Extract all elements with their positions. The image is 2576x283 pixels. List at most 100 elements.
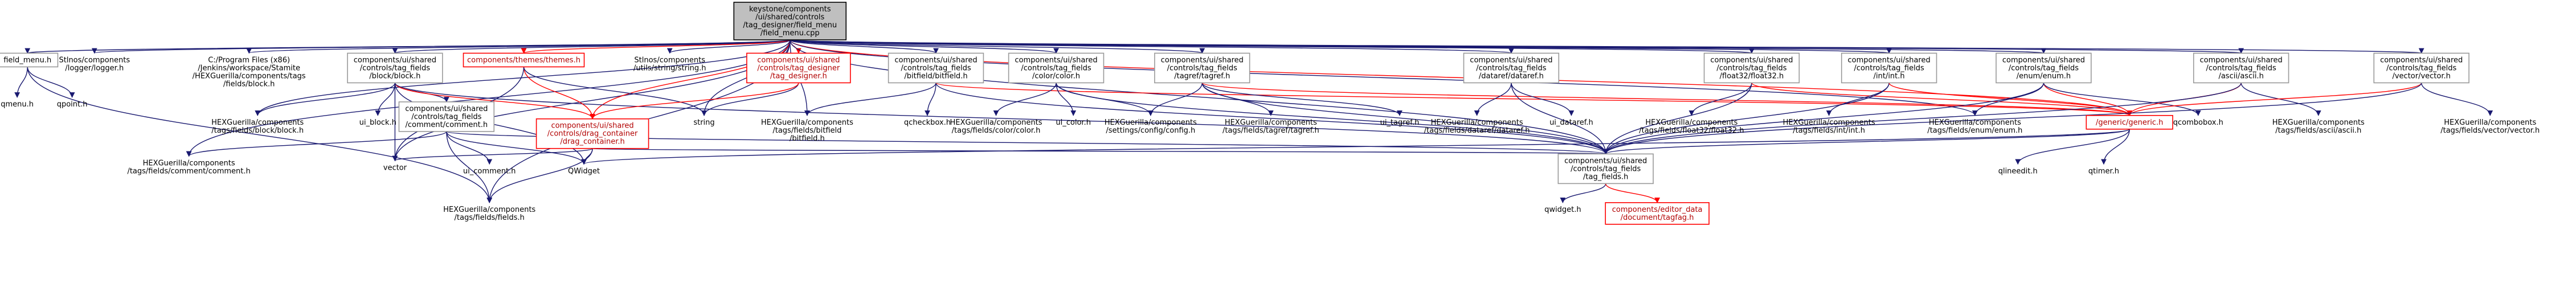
node-ui-color[interactable]: ui_color.h [1047, 116, 1099, 129]
node-root[interactable]: keystone/components/ui/shared/controls/t… [733, 2, 847, 40]
node-label-line: ui_block.h [359, 118, 396, 127]
node-label-line: /controls/tag_fields [1716, 64, 1786, 72]
node-hex-bitfield[interactable]: HEXGuerilla/components/tags/fields/bitfi… [755, 116, 859, 145]
node-hex-enum[interactable]: HEXGuerilla/components/tags/fields/enum/… [1919, 116, 2031, 137]
node-label-line: /controls/tag_fields [411, 113, 481, 121]
node-ui-comment[interactable]: ui_comment.h [459, 164, 520, 178]
node-tagref[interactable]: components/ui/shared/controls/tag_fields… [1154, 52, 1250, 84]
node-config[interactable]: HEXGuerilla/components/settings/config/c… [1093, 116, 1209, 137]
node-hex-fields[interactable]: HEXGuerilla/components/tags/fields/field… [437, 203, 541, 224]
edge-int-to-tag-fields [1602, 83, 1890, 155]
node-hex-dataref[interactable]: HEXGuerilla/components/tags/fields/datar… [1408, 116, 1546, 137]
node-int[interactable]: components/ui/shared/controls/tag_fields… [1841, 52, 1937, 84]
node-label-line: /tags/fields/comment/comment.h [127, 167, 250, 175]
node-qcheckbox[interactable]: qcheckbox.h [899, 116, 955, 129]
node-qpoint[interactable]: qpoint.h [50, 97, 93, 111]
edge-bitfield-to-qcheckbox [925, 83, 937, 116]
node-vector[interactable]: vector [378, 161, 412, 174]
node-label-line: /tags/fields/vector/vector.h [2440, 126, 2540, 135]
node-label-line: string [693, 118, 714, 127]
node-vector-ui[interactable]: components/ui/shared/controls/tag_fields… [2373, 52, 2469, 84]
node-label-line: /controls/tag_fields [360, 64, 430, 72]
node-hex-ascii[interactable]: HEXGuerilla/components/tags/fields/ascii… [2258, 116, 2379, 137]
node-hex-comment[interactable]: HEXGuerilla/components/tags/fields/comme… [120, 156, 258, 178]
node-generic[interactable]: /generic/generic.h [2086, 114, 2173, 130]
node-label-line: components/ui/shared [551, 122, 633, 130]
edge-field-menu-h-to-hex-fields [27, 67, 493, 203]
node-dataref[interactable]: components/ui/shared/controls/tag_fields… [1463, 52, 1560, 84]
node-box [1605, 202, 1710, 225]
node-float32[interactable]: components/ui/shared/controls/tag_fields… [1703, 52, 1800, 84]
node-label-line: qcombobox.h [2173, 118, 2223, 127]
node-field-menu-h[interactable]: field_menu.h [0, 52, 59, 68]
node-cprog-block[interactable]: C:/Program Files (x86)/Jenkins/workspace… [185, 53, 314, 91]
node-string-util[interactable]: Stlnos/components/utils/string/string.h [618, 53, 722, 75]
node-qcombobox[interactable]: qcombobox.h [2170, 116, 2226, 129]
node-comment[interactable]: components/ui/shared/controls/tag_fields… [398, 101, 495, 132]
edge-float32-to-hex-float32 [1688, 83, 1752, 116]
node-hex-color[interactable]: HEXGuerilla/components/tags/fields/color… [935, 116, 1056, 137]
node-label-line: /vector/vector.h [2392, 72, 2450, 80]
node-label-line: /fields/block.h [223, 80, 275, 88]
node-qlineedit[interactable]: qlineedit.h [1990, 164, 2046, 178]
edge-dataref-to-tag-fields [1511, 83, 1609, 155]
node-qwidget[interactable]: QWidget [565, 164, 604, 178]
edge-root-to-vector-ui [790, 39, 2423, 54]
node-label-line: components/ui/shared [354, 56, 436, 64]
node-hex-tagref[interactable]: HEXGuerilla/components/tags/fields/tagre… [1206, 116, 1335, 137]
node-qmenu[interactable]: qmenu.h [0, 97, 37, 111]
node-label-line: /tags/fields/dataref/dataref.h [1424, 126, 1530, 135]
node-label-line: /tag_fields.h [1583, 173, 1628, 181]
node-tag-fields[interactable]: components/ui/shared/controls/tag_fields… [1557, 153, 1654, 184]
node-label-line: /field_menu.cpp [760, 29, 820, 38]
node-qtimer[interactable]: qtimer.h [2082, 164, 2125, 178]
node-label-line: /controls/tag_fields [1476, 64, 1546, 72]
edge-tagref-to-ui-tagref [1201, 83, 1403, 116]
node-label-line: keystone/components [749, 5, 831, 14]
node-label-line: /enum/enum.h [2017, 72, 2071, 80]
node-label-line: components/ui/shared [405, 105, 488, 113]
node-label-line: /int/int.h [1874, 72, 1905, 80]
node-ui-block[interactable]: ui_block.h [352, 116, 404, 129]
node-enum[interactable]: components/ui/shared/controls/tag_fields… [1996, 52, 2092, 84]
node-hex-int[interactable]: HEXGuerilla/components/tags/fields/int/i… [1777, 116, 1881, 137]
edge-root-to-generic [790, 39, 2132, 116]
node-label-line: qpoint.h [57, 100, 88, 109]
node-label-line: components/ui/shared [1848, 56, 1931, 64]
node-label-line: Stlnos/components [59, 56, 130, 64]
node-logger[interactable]: Stlnos/components/logger/logger.h [54, 53, 136, 75]
node-box [347, 52, 443, 84]
node-label-line: /tags/fields/tagref/tagref.h [1222, 126, 1319, 135]
node-drag-container[interactable]: components/ui/shared/controls/drag_conta… [535, 118, 649, 149]
node-hex-vector[interactable]: HEXGuerilla/components/tags/fields/vecto… [2426, 116, 2555, 137]
edge-vector-ui-to-generic [2127, 83, 2422, 116]
node-editor-data[interactable]: components/editor_data/document/tagfag.h [1605, 202, 1710, 225]
node-label-line: HEXGuerilla/components [1645, 118, 1737, 127]
node-block-cpp[interactable]: components/ui/shared/controls/tag_fields… [347, 52, 443, 84]
node-label-line: ui_tagref.h [1380, 118, 1420, 127]
node-hex-float32[interactable]: HEXGuerilla/components/tags/fields/float… [1622, 116, 1760, 137]
node-bitfield[interactable]: components/ui/shared/controls/tag_fields… [888, 52, 984, 84]
node-ui-tagref[interactable]: ui_tagref.h [1371, 116, 1428, 129]
node-tag-designer[interactable]: components/ui/shared/controls/tag_design… [746, 52, 851, 84]
node-ascii[interactable]: components/ui/shared/controls/tag_fields… [2193, 52, 2289, 84]
edge-field-menu-h-to-qpoint [27, 67, 75, 98]
edge-comment-to-hex-comment [186, 131, 447, 157]
edge-generic-to-qlineedit [2015, 129, 2130, 165]
node-color[interactable]: components/ui/shared/controls/tag_fields… [1008, 52, 1105, 84]
edge-block-cpp-to-hex-block [255, 83, 396, 116]
node-ui-dataref[interactable]: ui_dataref.h [1541, 116, 1601, 129]
node-string[interactable]: string [686, 116, 721, 129]
node-label-line: /generic/generic.h [2096, 118, 2163, 127]
node-label-line: components/editor_data [1612, 206, 1703, 214]
node-label-line: QWidget [568, 167, 600, 175]
node-qwidget-h[interactable]: qwidget.h [1539, 203, 1587, 216]
node-label-line: /controls/drag_container [547, 130, 638, 138]
nodes-layer: keystone/components/ui/shared/controls/t… [0, 2, 2555, 225]
node-hex-block[interactable]: HEXGuerilla/components/tags/fields/block… [197, 116, 318, 137]
node-themes[interactable]: components/themes/themes.h [463, 52, 585, 68]
edge-themes-to-string [523, 67, 707, 116]
node-label-line: HEXGuerilla/components [950, 118, 1042, 127]
node-label-line: HEXGuerilla/components [211, 118, 304, 127]
